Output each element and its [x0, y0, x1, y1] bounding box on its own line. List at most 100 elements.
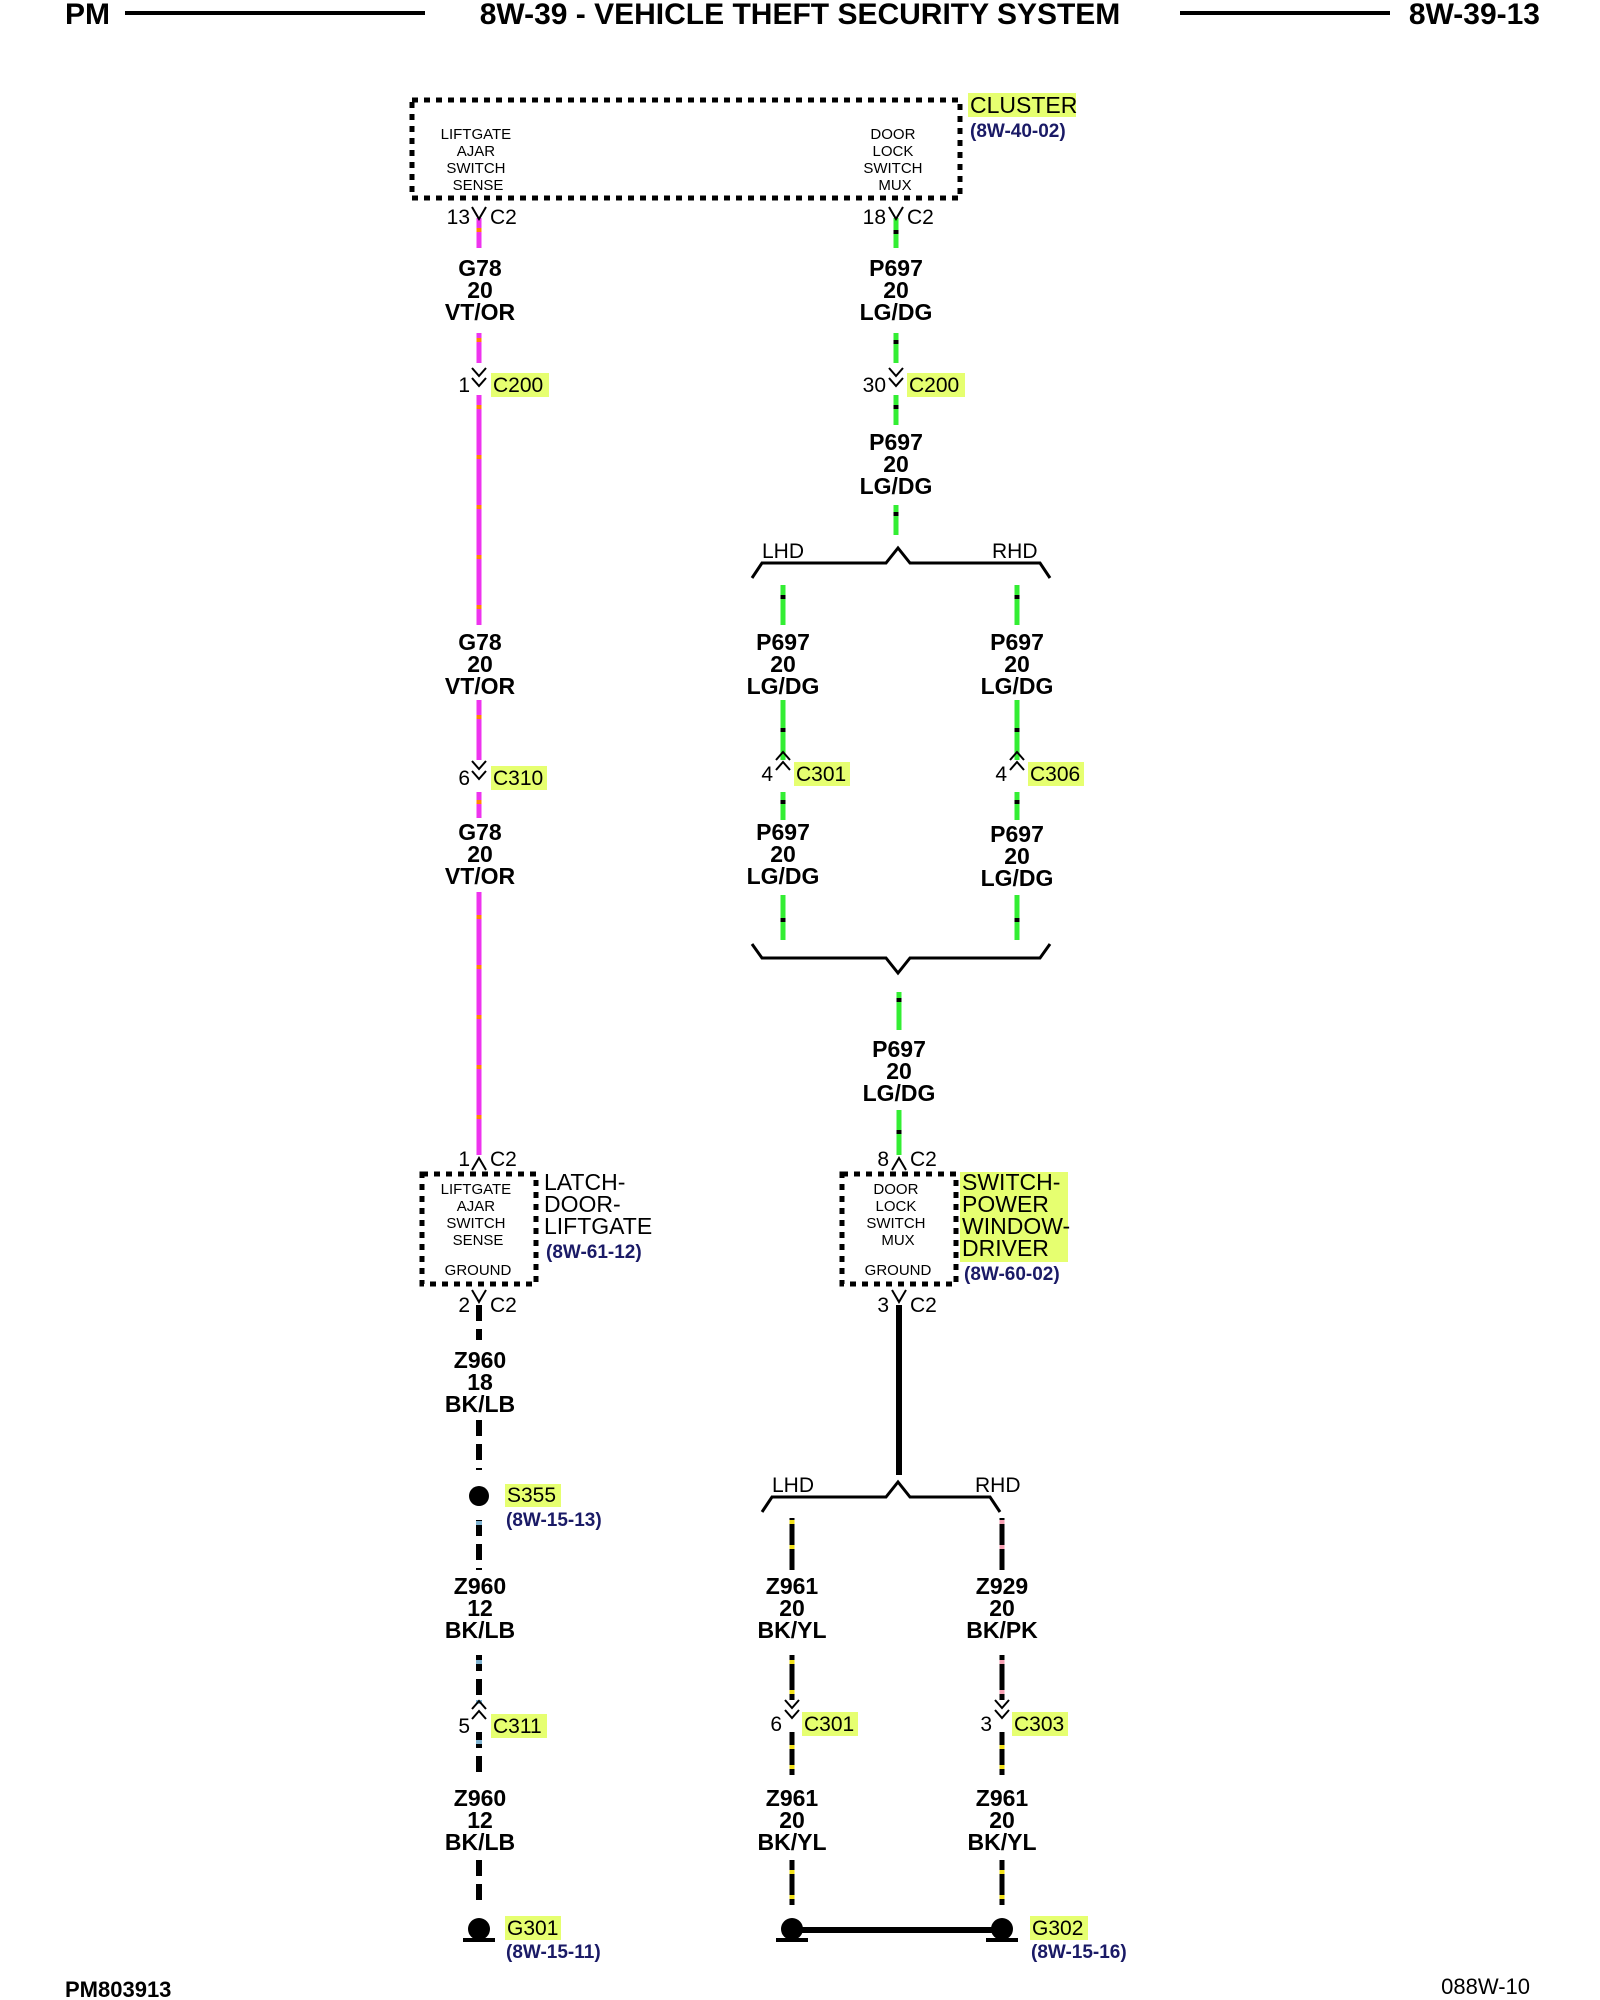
svg-text:G302: G302 — [1032, 1917, 1083, 1940]
svg-text:LG/DG: LG/DG — [981, 673, 1054, 699]
svg-text:C2: C2 — [490, 206, 517, 229]
switch-ground-label: GROUND — [865, 1262, 932, 1279]
svg-text:BK/YL: BK/YL — [758, 1829, 827, 1855]
svg-text:12: 12 — [467, 1807, 493, 1833]
switch-power-window-driver-component: DOOR LOCK SWITCH MUX GROUND SWITCH- POWE… — [839, 1169, 1077, 1287]
cluster-ref: (8W-40-02) — [970, 121, 1066, 142]
svg-text:S355: S355 — [507, 1484, 556, 1507]
wire-label-g78-b: G78 20 VT/OR — [445, 629, 516, 699]
svg-text:4: 4 — [761, 763, 773, 786]
svg-text:1: 1 — [458, 1148, 470, 1171]
svg-text:20: 20 — [1004, 651, 1030, 677]
svg-text:Z961: Z961 — [976, 1785, 1029, 1811]
svg-text:20: 20 — [770, 651, 796, 677]
connector-latch-c2-1: 1 C2 — [458, 1148, 517, 1171]
svg-text:20: 20 — [467, 277, 493, 303]
splice-s355: S355 (8W-15-13) — [469, 1484, 602, 1531]
latch-name: LATCH- DOOR- LIFTGATE — [544, 1169, 652, 1239]
svg-text:G301: G301 — [507, 1917, 558, 1940]
svg-text:P697: P697 — [756, 819, 810, 845]
latch-ref: (8W-61-12) — [546, 1242, 642, 1263]
connector-switch-c2-8: 8 C2 — [877, 1148, 937, 1171]
svg-text:VT/OR: VT/OR — [445, 673, 516, 699]
branch-brace-merge — [750, 943, 1052, 976]
svg-text:G78: G78 — [458, 629, 502, 655]
svg-text:VT/OR: VT/OR — [445, 299, 516, 325]
svg-text:18: 18 — [863, 206, 886, 229]
svg-text:BK/YL: BK/YL — [758, 1617, 827, 1643]
svg-text:6: 6 — [458, 767, 470, 790]
svg-text:20: 20 — [883, 451, 909, 477]
wire-label-p697-lhd-a: P697 20 LG/DG — [747, 629, 820, 699]
svg-text:20: 20 — [467, 651, 493, 677]
page-header: PM 8W-39 - VEHICLE THEFT SECURITY SYSTEM… — [65, 0, 1540, 31]
svg-text:C2: C2 — [490, 1148, 517, 1171]
svg-text:P697: P697 — [990, 629, 1044, 655]
svg-text:30: 30 — [863, 374, 886, 397]
cluster-right-pin-label: DOOR LOCK SWITCH MUX — [863, 126, 926, 194]
svg-text:20: 20 — [886, 1058, 912, 1084]
connector-latch-c2-2: 2 C2 — [458, 1289, 517, 1317]
svg-text:P697: P697 — [869, 255, 923, 281]
header-page-number: 8W-39-13 — [1409, 0, 1540, 31]
latch-door-liftgate-component: LIFTGATE AJAR SWITCH SENSE GROUND LATCH-… — [419, 1169, 652, 1287]
wire-label-g78-a: G78 20 VT/OR — [445, 255, 516, 325]
svg-text:G78: G78 — [458, 819, 502, 845]
page-footer: PM803913 088W-10 — [65, 1974, 1530, 2000]
svg-text:4: 4 — [995, 763, 1007, 786]
svg-text:20: 20 — [779, 1807, 805, 1833]
connector-c311-5: 5 C311 — [458, 1699, 547, 1738]
connector-c200-30: 30 C200 — [863, 367, 965, 397]
switch-name-highlight — [960, 1172, 1068, 1262]
svg-text:2: 2 — [458, 1294, 470, 1317]
footer-left: PM803913 — [65, 1977, 171, 2000]
connector-c310-6: 6 C310 — [458, 760, 547, 790]
svg-text:Z961: Z961 — [766, 1785, 819, 1811]
svg-text:Z961: Z961 — [766, 1573, 819, 1599]
cluster-component: LIFTGATE AJAR SWITCH SENSE DOOR LOCK SWI… — [409, 92, 1077, 201]
svg-text:(8W-15-11): (8W-15-11) — [506, 1942, 601, 1963]
branch-upper-lhd: LHD — [762, 540, 804, 563]
svg-text:P697: P697 — [872, 1036, 926, 1062]
svg-text:LG/DG: LG/DG — [981, 865, 1054, 891]
svg-text:C303: C303 — [1014, 1713, 1064, 1736]
svg-text:C301: C301 — [796, 763, 846, 786]
connector-switch-c2-3: 3 C2 — [877, 1289, 937, 1317]
wire-label-p697-lhd-b: P697 20 LG/DG — [747, 819, 820, 889]
svg-text:C200: C200 — [909, 374, 959, 397]
svg-text:BK/LB: BK/LB — [445, 1391, 515, 1417]
connector-c303-3: 3 C303 — [980, 1699, 1068, 1736]
wire-label-z960-b: Z960 12 BK/LB — [445, 1573, 515, 1643]
latch-pin-label: LIFTGATE AJAR SWITCH SENSE — [441, 1181, 516, 1249]
header-left: PM — [65, 0, 110, 31]
ground-g301: G301 (8W-15-11) — [463, 1916, 601, 1963]
wire-label-z929-a: Z929 20 BK/PK — [966, 1573, 1038, 1643]
footer-right: 088W-10 — [1441, 1974, 1530, 1999]
wire-label-p697-a: P697 20 LG/DG — [860, 255, 933, 325]
svg-text:P697: P697 — [756, 629, 810, 655]
svg-text:20: 20 — [770, 841, 796, 867]
connector-c306-4: 4 C306 — [995, 750, 1084, 786]
branch-upper-rhd: RHD — [992, 540, 1038, 563]
svg-text:Z960: Z960 — [454, 1573, 506, 1599]
svg-text:20: 20 — [989, 1807, 1015, 1833]
svg-text:20: 20 — [467, 841, 493, 867]
svg-text:VT/OR: VT/OR — [445, 863, 516, 889]
svg-text:BK/LB: BK/LB — [445, 1617, 515, 1643]
svg-text:BK/LB: BK/LB — [445, 1829, 515, 1855]
svg-text:LG/DG: LG/DG — [860, 473, 933, 499]
connector-cluster-c2-18: 18 C2 — [863, 206, 934, 229]
branch-lower-rhd: RHD — [975, 1474, 1021, 1497]
svg-text:20: 20 — [779, 1595, 805, 1621]
switch-name: SWITCH- POWER WINDOW- DRIVER — [962, 1169, 1077, 1261]
svg-text:C2: C2 — [907, 206, 934, 229]
cluster-name-highlight — [968, 93, 1076, 117]
svg-text:20: 20 — [1004, 843, 1030, 869]
svg-text:C2: C2 — [490, 1294, 517, 1317]
wire-label-z961-a: Z961 20 BK/YL — [758, 1573, 827, 1643]
wire-label-g78-c: G78 20 VT/OR — [445, 819, 516, 889]
svg-text:Z960: Z960 — [454, 1785, 506, 1811]
connector-c301-4: 4 C301 — [761, 750, 850, 786]
svg-text:LG/DG: LG/DG — [863, 1080, 936, 1106]
svg-text:BK/PK: BK/PK — [966, 1617, 1038, 1643]
